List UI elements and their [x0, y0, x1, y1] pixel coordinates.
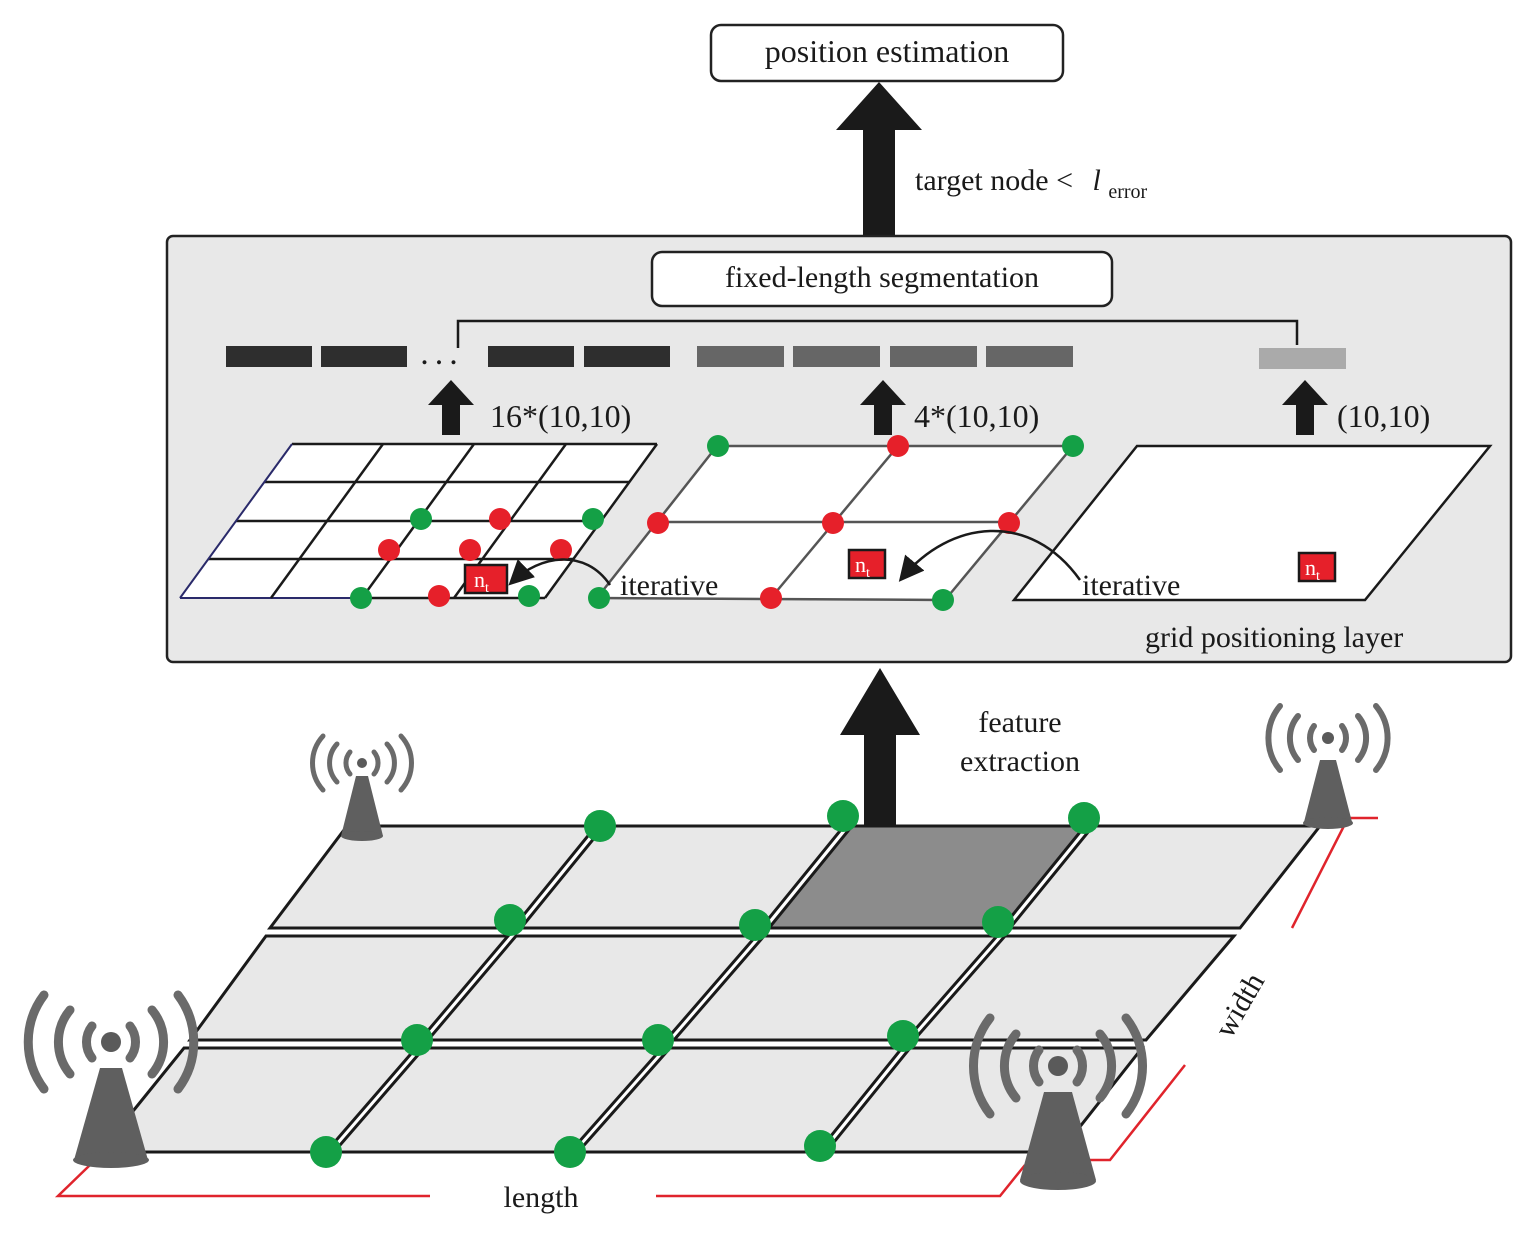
node-green: [982, 906, 1014, 938]
node-green: [642, 1024, 674, 1056]
nt-main: n: [474, 567, 485, 592]
grid-2x2-nodes: [588, 435, 1084, 611]
node-green: [582, 508, 604, 530]
node-green: [887, 1020, 919, 1052]
nt-sub: t: [485, 581, 489, 596]
grid16-label: 16*(10,10): [490, 398, 631, 434]
svg-text:target node < l er: target node < l error: [915, 164, 1148, 203]
up-arrow-icon: [840, 668, 920, 850]
grid-1x1: [1011, 444, 1493, 602]
node-green: [804, 1130, 836, 1162]
signal-tower-icon: [23, 990, 199, 1168]
target-node-marker: nt: [847, 548, 887, 581]
iterative-label: iterative: [620, 569, 718, 602]
floor-nodes: [310, 800, 1100, 1168]
node-red: [550, 539, 572, 561]
grid-4x4-nodes: [350, 508, 604, 609]
up-arrow-icon: [836, 82, 922, 236]
grid1-label: (10,10): [1337, 398, 1430, 434]
segment-mid: [697, 346, 784, 367]
svg-text:nt: nt: [855, 552, 870, 581]
up-arrow-icon: [860, 380, 906, 435]
node-red: [887, 435, 909, 457]
grid-positioning-layer-label: grid positioning layer: [1145, 621, 1403, 654]
node-green: [410, 508, 432, 530]
segment-dark: [226, 346, 312, 367]
node-red: [489, 508, 511, 530]
node-green: [932, 589, 954, 611]
ellipsis: ...: [420, 335, 464, 372]
position-estimation-label: position estimation: [765, 33, 1009, 69]
signal-tower-icon: [969, 1013, 1147, 1190]
node-green: [707, 435, 729, 457]
node-red: [428, 585, 450, 607]
segment-dark: [321, 346, 407, 367]
segment-mid: [986, 346, 1073, 367]
node-green: [310, 1136, 342, 1168]
feature-segments: ...: [226, 335, 1346, 372]
target-node-marker: nt: [1297, 551, 1337, 584]
nt-sub: t: [1316, 569, 1320, 584]
width-label: width: [1208, 967, 1271, 1043]
node-red: [459, 539, 481, 561]
signal-tower-icon: [310, 733, 414, 841]
node-red: [822, 512, 844, 534]
node-green: [554, 1136, 586, 1168]
segment-dark: [584, 346, 670, 367]
node-green: [1068, 802, 1100, 834]
fixed-length-segmentation-label: fixed-length segmentation: [725, 261, 1039, 294]
nt-sub: t: [866, 566, 870, 581]
node-green: [827, 800, 859, 832]
threshold-condition: target node < l error: [915, 164, 1148, 203]
node-green: [518, 585, 540, 607]
target-node-marker: nt: [463, 563, 509, 596]
signal-tower-icon: [1265, 703, 1391, 829]
grid4-label: 4*(10,10): [914, 398, 1039, 434]
iterative-label: iterative: [1082, 569, 1180, 602]
svg-text:nt: nt: [474, 567, 489, 596]
node-green: [739, 909, 771, 941]
node-green: [401, 1024, 433, 1056]
node-red: [647, 512, 669, 534]
node-red: [998, 512, 1020, 534]
node-green: [1062, 435, 1084, 457]
extraction-label: extraction: [960, 745, 1080, 778]
segmentation-bracket: [456, 319, 1299, 348]
node-green: [588, 587, 610, 609]
up-arrow-icon: [1282, 380, 1328, 435]
iterative-arrow: [898, 529, 1082, 582]
node-green: [494, 904, 526, 936]
position-estimation-node: position estimation: [709, 23, 1065, 83]
fixed-length-segmentation-node: fixed-length segmentation: [650, 250, 1114, 308]
nt-main: n: [855, 552, 866, 577]
iterative-arrow: [508, 558, 612, 586]
feature-label: feature: [978, 706, 1061, 739]
svg-text:nt: nt: [1305, 555, 1320, 584]
segment-light: [1259, 348, 1346, 369]
node-red: [760, 587, 782, 609]
nt-main: n: [1305, 555, 1316, 580]
up-arrow-icon: [428, 380, 474, 435]
node-green: [350, 587, 372, 609]
length-label: length: [504, 1181, 579, 1214]
threshold-l-subscript: error: [1108, 181, 1147, 203]
node-red: [378, 539, 400, 561]
segment-mid: [793, 346, 880, 367]
threshold-l-symbol: l: [1092, 164, 1100, 197]
segment-mid: [890, 346, 977, 367]
node-green: [584, 810, 616, 842]
threshold-prefix: target node <: [915, 164, 1073, 197]
segment-dark: [488, 346, 574, 367]
